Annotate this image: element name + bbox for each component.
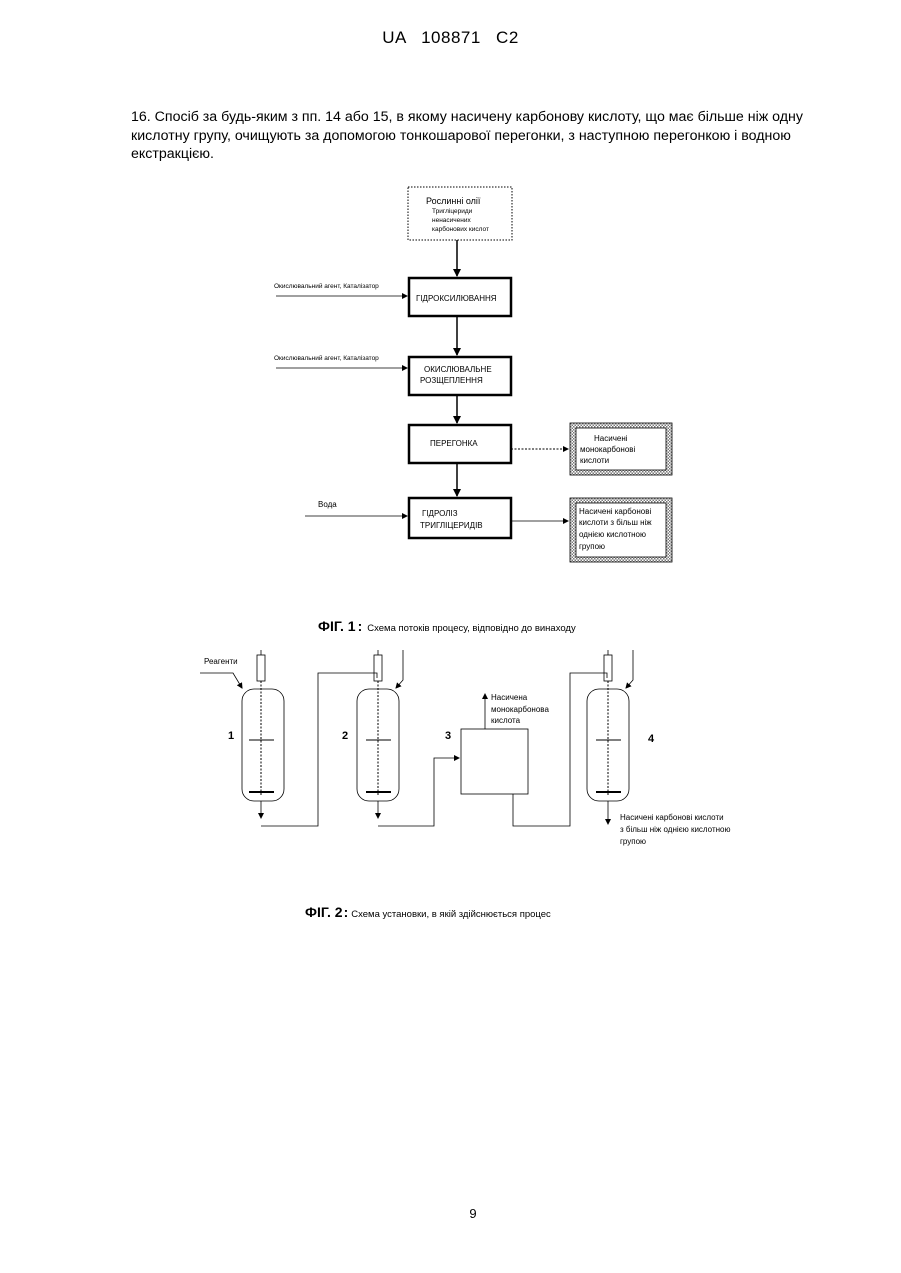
output1-line2: монокарбонові bbox=[580, 445, 636, 454]
step4-box bbox=[409, 498, 511, 538]
step2-input-label: Окислювальний агент, Каталізатор bbox=[274, 354, 379, 362]
fig1-caption-colon: : bbox=[358, 618, 363, 634]
page-number: 9 bbox=[0, 1206, 901, 1221]
reactor-2 bbox=[357, 650, 403, 818]
fig2-caption-text: Схема установки, в якій здійснюється про… bbox=[351, 909, 551, 920]
output2-line1: Насичені карбонові bbox=[579, 507, 651, 516]
fig1-caption: ФІГ. 1: Схема потоків процесу, відповідно… bbox=[318, 618, 576, 634]
reactor-4 bbox=[587, 650, 633, 824]
step4-line1: ГІДРОЛІЗ bbox=[422, 509, 458, 518]
source-box-line2: Тригліцериди bbox=[432, 207, 473, 215]
fig2-apparatus: Реагенти 1 2 3 Н bbox=[200, 650, 730, 846]
out2-line2: з більш ніж однією кислотною bbox=[620, 825, 730, 834]
step1-label: ГІДРОКСИЛЮВАННЯ bbox=[416, 294, 497, 303]
step3-label: ПЕРЕГОНКА bbox=[430, 439, 478, 448]
source-box-line3: ненасичених bbox=[432, 217, 472, 224]
output2-line2: кислоти з більш ніж bbox=[579, 518, 652, 527]
step4-input-label: Вода bbox=[318, 500, 337, 509]
reactor-4-number: 4 bbox=[648, 733, 655, 745]
source-box-line1: Рослинні олії bbox=[426, 196, 481, 206]
reactor-1 bbox=[242, 650, 284, 818]
fig1-caption-text: Схема потоків процесу, відповідно до вин… bbox=[367, 623, 576, 634]
fig1-flowchart: Рослинні олії Тригліцериди ненасичених к… bbox=[274, 187, 672, 634]
out2-line1: Насичені карбонові кислоти bbox=[620, 813, 724, 822]
out1-line3: кислота bbox=[491, 716, 521, 725]
step2-line1: ОКИСЛЮВАЛЬНЕ bbox=[424, 365, 492, 374]
output2-line4: групою bbox=[579, 542, 605, 551]
out1-line1: Насичена bbox=[491, 693, 528, 702]
fig2-caption: ФІГ. 2:Схема установки, в якій здійснюєт… bbox=[305, 904, 551, 920]
fig2-caption-colon: : bbox=[344, 904, 349, 920]
step4-line2: ТРИГЛІЦЕРИДІВ bbox=[420, 521, 483, 530]
step2-line2: РОЗЩЕПЛЕННЯ bbox=[420, 376, 483, 385]
output2-line3: однією кислотною bbox=[579, 530, 646, 539]
out1-line2: монокарбонова bbox=[491, 705, 549, 714]
reagents-label: Реагенти bbox=[204, 657, 238, 666]
step1-input-label: Окислювальний агент, Каталізатор bbox=[274, 282, 379, 290]
reactor-1-number: 1 bbox=[228, 730, 234, 742]
unit-3-box bbox=[461, 729, 528, 794]
fig1-caption-label: ФІГ. 1 bbox=[318, 618, 356, 634]
output1-line3: кислоти bbox=[580, 456, 609, 465]
output1-line1: Насичені bbox=[594, 434, 628, 443]
source-box-line4: карбонових кислот bbox=[432, 225, 489, 233]
pipe-1-to-2 bbox=[261, 673, 377, 826]
fig2-caption-label: ФІГ. 2 bbox=[305, 904, 343, 920]
unit-3-number: 3 bbox=[445, 730, 451, 742]
out2-line3: групою bbox=[620, 837, 646, 846]
reagents-feed-line bbox=[200, 673, 242, 688]
reactor-2-number: 2 bbox=[342, 730, 348, 742]
